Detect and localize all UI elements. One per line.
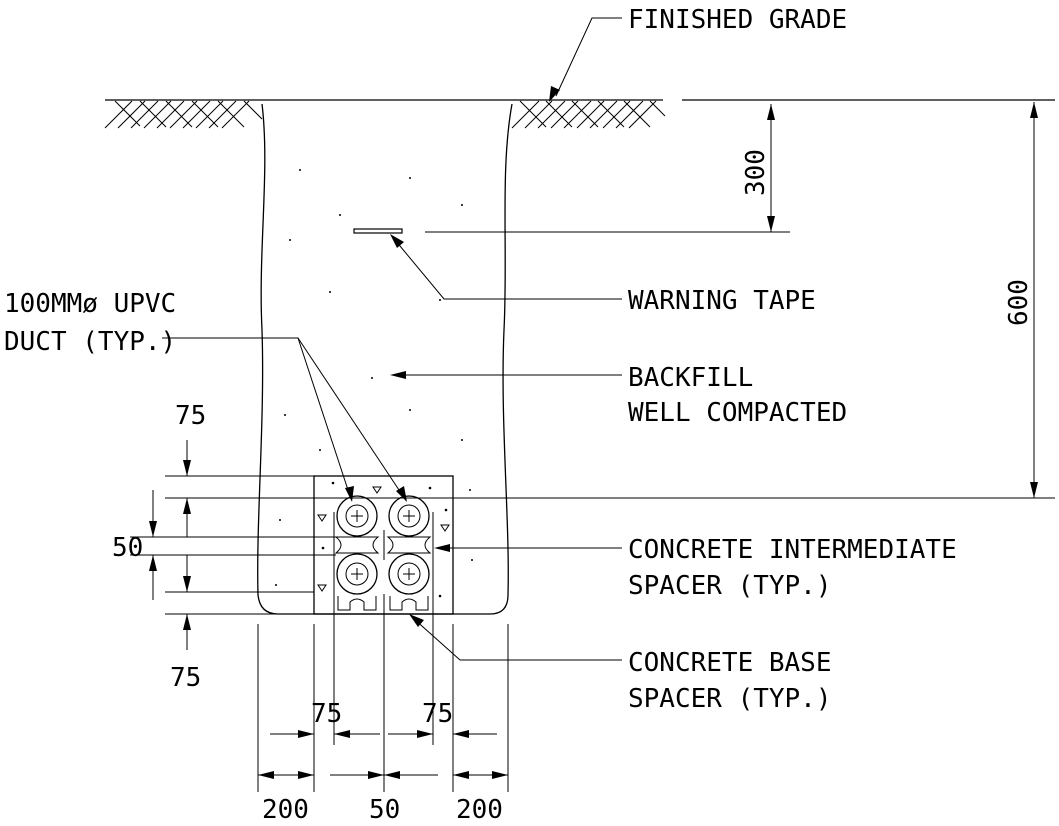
dim-duct-gap: 50 <box>112 490 157 600</box>
label-base-line2: SPACER (TYP.) <box>628 684 832 714</box>
label-intermediate-line1: CONCRETE INTERMEDIATE <box>628 535 957 565</box>
label-duct-line2: DUCT (TYP.) <box>4 327 176 357</box>
leader-base-spacer <box>409 614 622 661</box>
upvc-duct <box>336 553 378 595</box>
label-backfill-line2: WELL COMPACTED <box>628 398 847 428</box>
dim-text-side-right: 75 <box>422 699 453 729</box>
upvc-duct <box>388 553 430 595</box>
soil-hatch-right <box>511 100 666 129</box>
dim-cover-top: 75 <box>175 401 206 537</box>
warning-tape <box>353 228 790 234</box>
backfill-stipple <box>275 169 473 586</box>
dim-tape-depth: 300 <box>741 104 775 232</box>
leader-intermediate-spacer <box>434 544 622 552</box>
leader-warning-tape <box>390 234 622 300</box>
soil-hatch-left <box>104 100 263 129</box>
dim-text-trench-depth: 600 <box>1004 279 1034 326</box>
intermediate-spacer <box>334 530 432 560</box>
dim-text-cover-bottom: 75 <box>170 663 201 693</box>
upvc-duct-group <box>336 495 430 595</box>
dim-side-left: 75 <box>270 699 380 738</box>
dim-trench-depth: 600 <box>1004 102 1038 498</box>
dim-cover-bottom: 75 <box>170 555 201 693</box>
dim-bottom-row: 200 50 200 <box>258 771 508 825</box>
upvc-duct <box>336 495 378 537</box>
leader-finished-grade <box>549 17 622 102</box>
label-base-line1: CONCRETE BASE <box>628 648 832 678</box>
vertical-extension-lines <box>257 614 509 792</box>
leader-backfill <box>390 371 622 379</box>
dim-text-tape-depth: 300 <box>741 149 771 196</box>
dim-text-cover-top: 75 <box>175 401 206 431</box>
dim-text-duct-gap: 50 <box>112 533 143 563</box>
label-intermediate-line2: SPACER (TYP.) <box>628 571 832 601</box>
leader-duct <box>162 337 407 502</box>
horizontal-extension-lines <box>130 475 1055 615</box>
label-duct-line1: 100MMø UPVC <box>4 289 176 319</box>
dim-text-side-left: 75 <box>311 699 342 729</box>
base-spacer <box>337 594 429 614</box>
dim-text-trench-left: 200 <box>262 795 309 825</box>
upvc-duct <box>388 495 430 537</box>
dim-side-right: 75 <box>388 699 497 738</box>
label-backfill-line1: BACKFILL <box>628 363 753 393</box>
dim-text-center-gap: 50 <box>369 795 400 825</box>
dim-text-trench-right: 200 <box>456 795 503 825</box>
label-finished-grade: FINISHED GRADE <box>628 5 847 35</box>
label-warning-tape: WARNING TAPE <box>628 286 816 316</box>
